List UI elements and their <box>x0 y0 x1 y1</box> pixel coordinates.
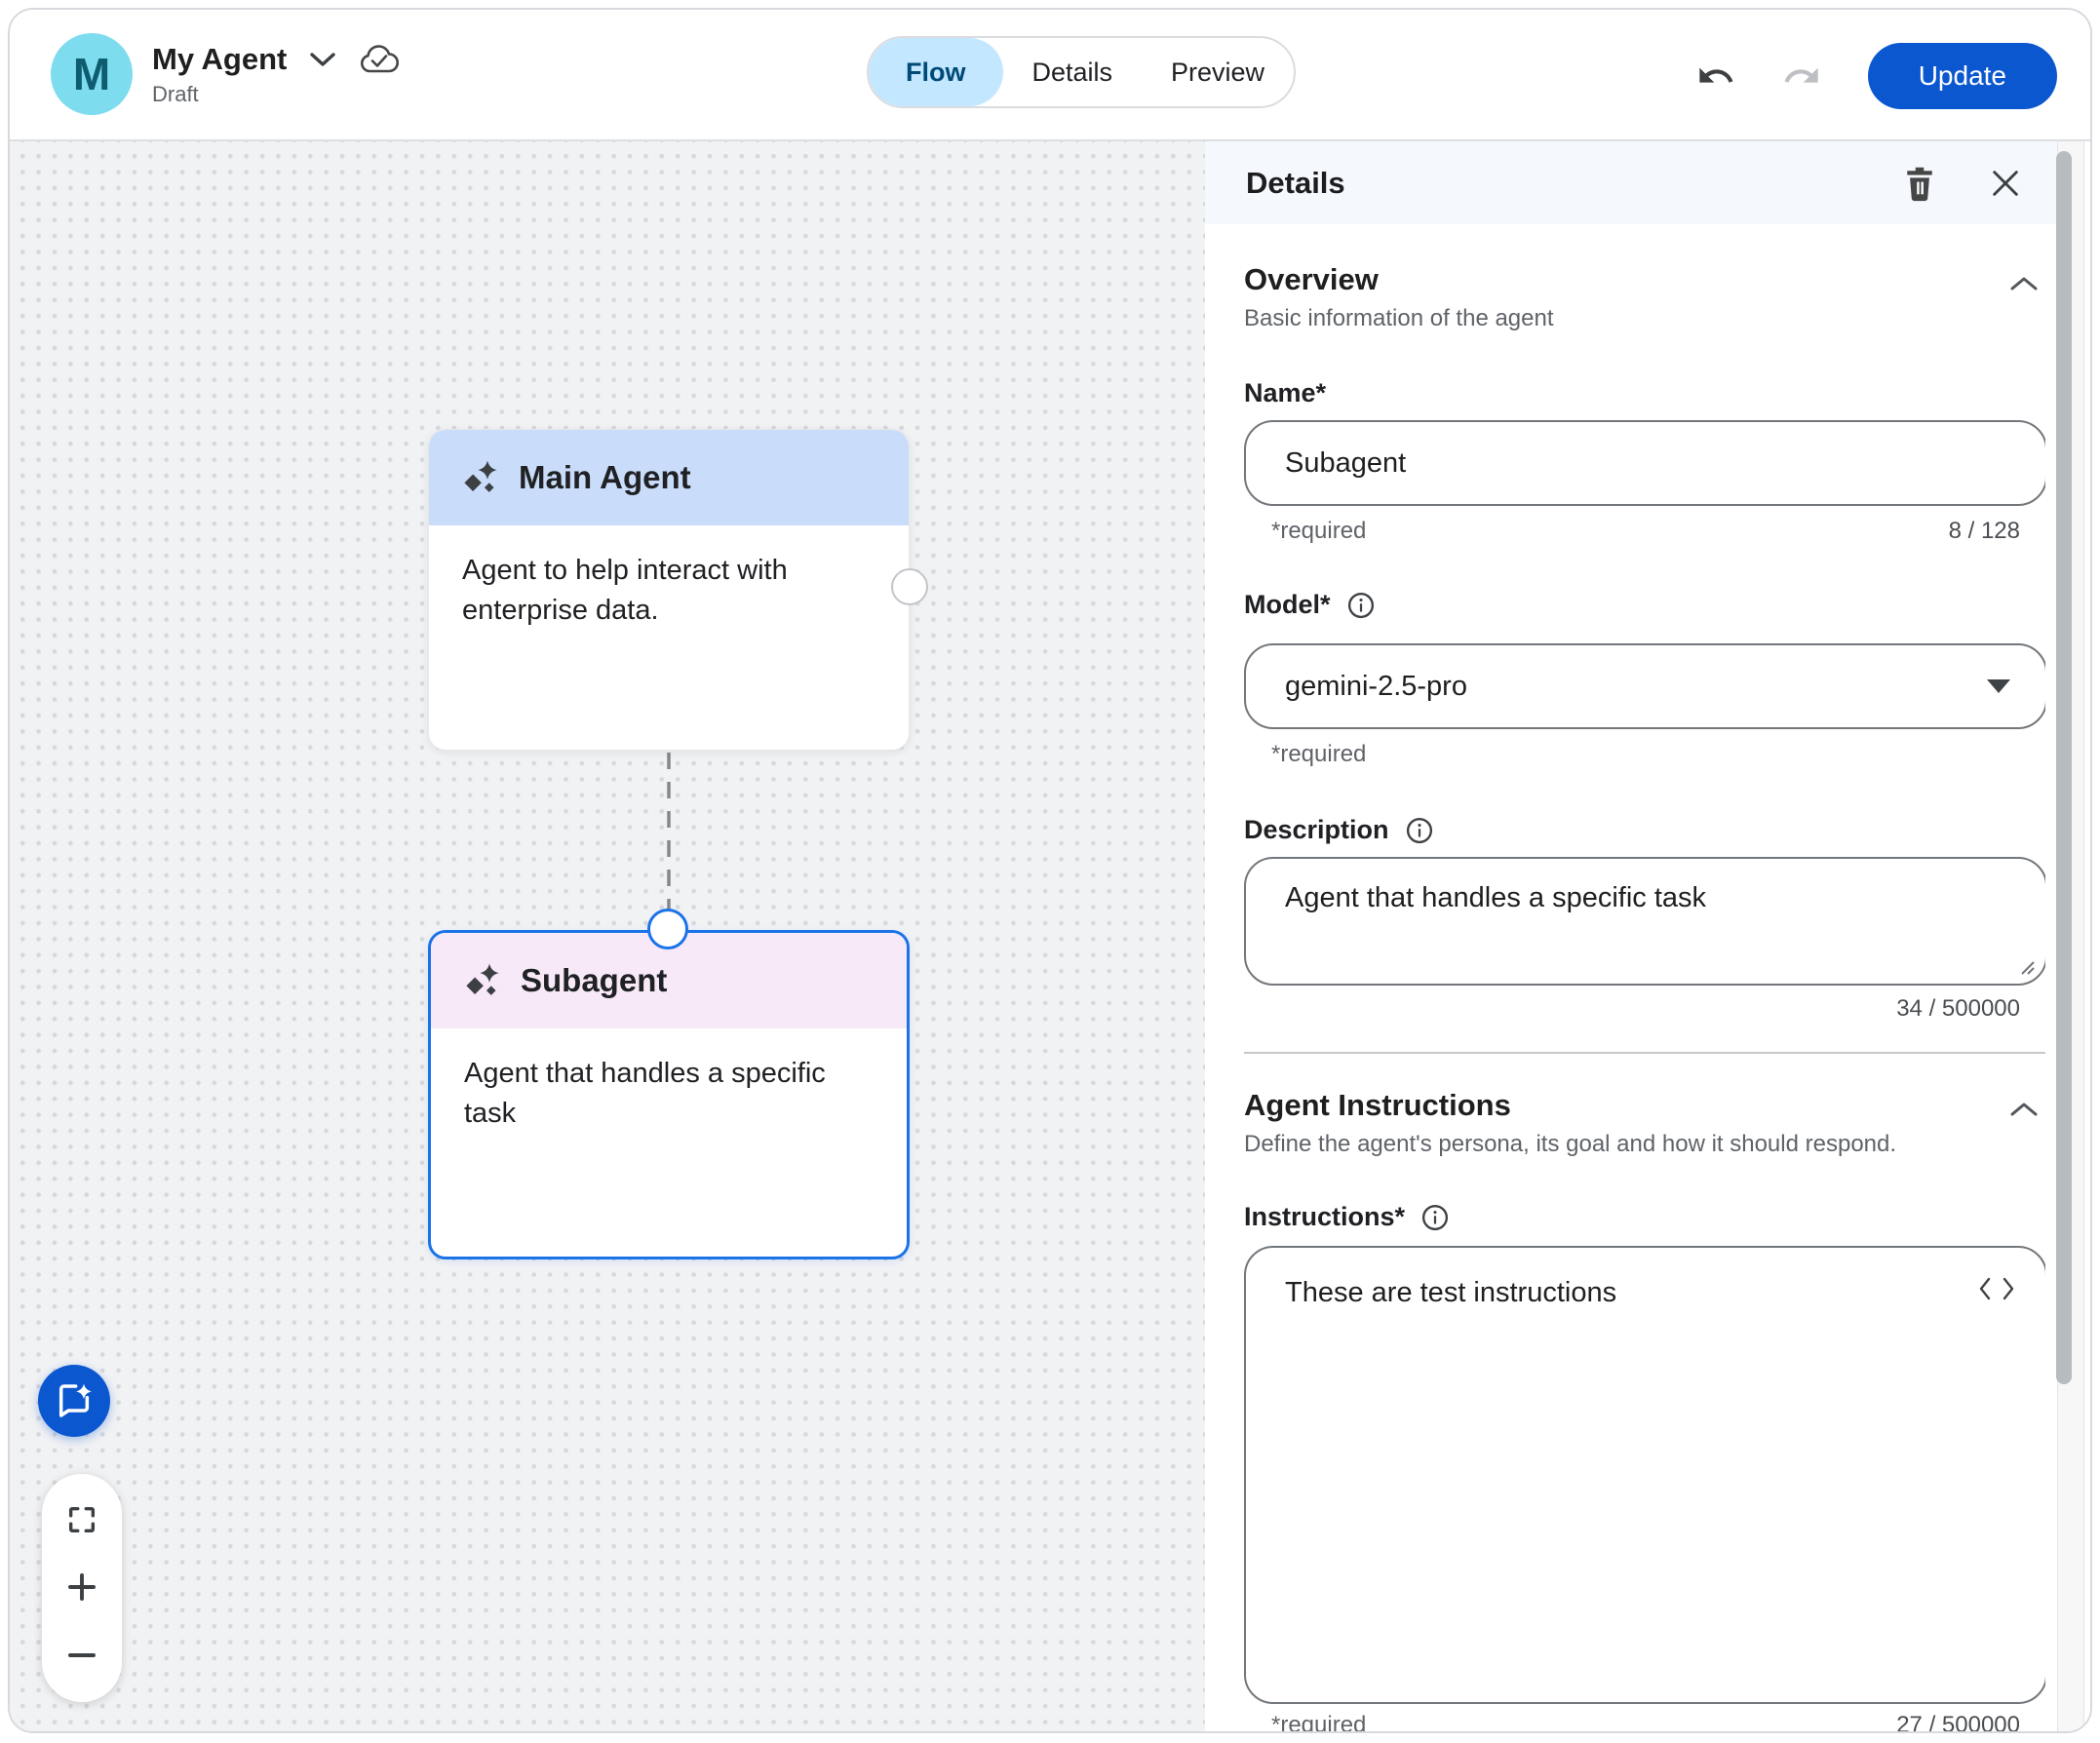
node-description: Agent to help interact with enterprise d… <box>462 555 788 626</box>
node-main-agent[interactable]: Main Agent Agent to help interact with e… <box>428 429 910 751</box>
plus-icon <box>68 1573 96 1601</box>
instructions-required-hint: *required <box>1271 1712 1367 1731</box>
resize-handle-icon[interactable] <box>2016 956 2036 976</box>
name-required-hint: *required <box>1271 518 1367 544</box>
view-tabs: Flow Details Preview <box>867 36 1297 108</box>
redo-button[interactable] <box>1782 57 1821 96</box>
avatar: M <box>51 33 133 115</box>
close-panel-button[interactable] <box>1989 167 2022 200</box>
sparkle-icon <box>460 457 501 498</box>
draft-status: Draft <box>152 81 199 106</box>
instructions-char-counter: 27 / 500000 <box>1896 1712 2020 1731</box>
overview-subheading: Basic information of the agent <box>1244 305 1554 331</box>
page-title: My Agent <box>152 41 288 76</box>
delete-node-button[interactable] <box>1903 165 1936 202</box>
code-view-button[interactable] <box>1973 1271 2020 1306</box>
description-value: Agent that handles a specific task <box>1285 882 1707 913</box>
trash-icon <box>1907 167 1932 201</box>
info-icon[interactable] <box>1405 816 1434 845</box>
description-char-counter: 34 / 500000 <box>1896 995 2020 1022</box>
collapse-instructions-button[interactable] <box>2003 1101 2045 1118</box>
flow-canvas[interactable]: Main Agent Agent to help interact with e… <box>10 141 1205 1731</box>
info-icon[interactable] <box>1420 1203 1450 1232</box>
output-port-main-agent[interactable] <box>891 568 928 605</box>
tab-flow[interactable]: Flow <box>869 38 1003 106</box>
agent-instructions-subheading: Define the agent's persona, its goal and… <box>1244 1131 1897 1157</box>
undo-icon <box>1699 67 1733 83</box>
zoom-out-button[interactable] <box>64 1638 99 1673</box>
cloud-saved-icon <box>359 44 400 75</box>
fullscreen-icon <box>68 1506 96 1533</box>
instructions-textarea[interactable]: These are test instructions <box>1244 1246 2045 1704</box>
instructions-value: These are test instructions <box>1285 1277 1617 1308</box>
model-selected-value: gemini-2.5-pro <box>1285 670 1467 702</box>
panel-header: Details <box>1205 141 2063 224</box>
tab-details[interactable]: Details <box>1031 57 1113 87</box>
collapse-overview-button[interactable] <box>2003 275 2045 292</box>
details-panel: Details <box>1205 141 2090 1731</box>
agent-instructions-heading: Agent Instructions <box>1244 1088 1511 1122</box>
panel-content: Overview Basic information of the agent … <box>1205 224 2045 1731</box>
model-required-hint: *required <box>1271 741 1367 767</box>
edge-main-to-subagent <box>667 753 671 912</box>
name-label: Name* <box>1244 378 1327 407</box>
overview-heading: Overview <box>1244 262 1379 296</box>
update-button[interactable]: Update <box>1867 42 2057 109</box>
zoom-in-button[interactable] <box>64 1569 99 1605</box>
chat-assist-fab[interactable] <box>38 1365 110 1437</box>
name-char-counter: 8 / 128 <box>1948 518 2020 544</box>
app-window: M My Agent Draft Flo <box>8 8 2092 1733</box>
panel-scrollbar-thumb[interactable] <box>2056 151 2072 1384</box>
model-select[interactable]: gemini-2.5-pro <box>1244 643 2045 729</box>
input-port-subagent[interactable] <box>647 909 688 949</box>
model-label: Model* <box>1244 590 1331 619</box>
chevron-up-icon <box>2010 277 2038 290</box>
redo-icon <box>1784 67 1818 83</box>
chevron-down-icon[interactable] <box>308 50 337 69</box>
node-description: Agent that handles a specific task <box>464 1058 826 1129</box>
panel-scrollbar-track[interactable] <box>2056 141 2084 1731</box>
name-input[interactable] <box>1244 420 2045 506</box>
undo-button[interactable] <box>1696 57 1735 96</box>
chat-sparkle-icon <box>58 1383 92 1417</box>
node-subagent[interactable]: Subagent Agent that handles a specific t… <box>428 930 910 1259</box>
instructions-label: Instructions* <box>1244 1202 1406 1231</box>
description-label: Description <box>1244 815 1389 844</box>
tab-preview[interactable]: Preview <box>1171 57 1265 87</box>
code-icon <box>1979 1277 2014 1300</box>
chevron-up-icon <box>2010 1103 2038 1116</box>
info-icon[interactable] <box>1346 591 1376 620</box>
node-title: Main Agent <box>519 459 691 495</box>
minus-icon <box>68 1653 96 1657</box>
panel-title: Details <box>1246 165 1345 200</box>
dropdown-caret-icon <box>1987 679 2010 693</box>
close-icon <box>1993 170 2018 196</box>
node-title: Subagent <box>521 962 668 998</box>
fit-screen-button[interactable] <box>65 1503 98 1536</box>
top-bar: M My Agent Draft Flo <box>10 10 2090 141</box>
section-divider <box>1244 1052 2045 1054</box>
sparkle-icon <box>462 960 503 1001</box>
canvas-controls <box>42 1474 122 1702</box>
description-textarea[interactable]: Agent that handles a specific task <box>1244 857 2045 986</box>
